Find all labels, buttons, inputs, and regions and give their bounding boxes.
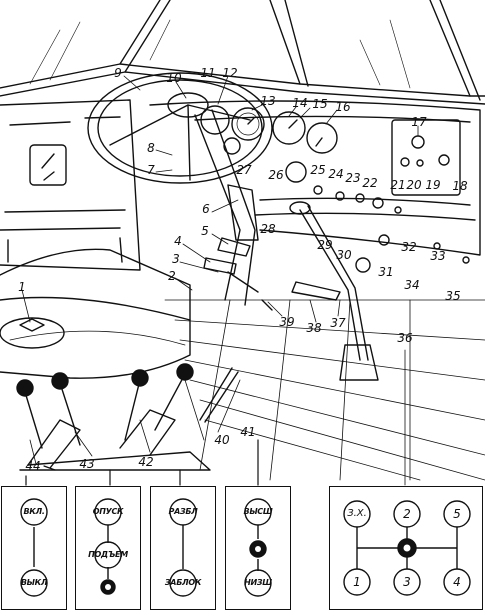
gearshift-pattern-panel: З.Х. 2 5 1 3 4 xyxy=(329,486,483,610)
callout-44: 44 xyxy=(25,459,41,473)
low-range-label: НИЗШ xyxy=(244,578,272,587)
control-levers xyxy=(16,363,239,471)
callout-15: 15 xyxy=(312,97,328,111)
callout-28: 28 xyxy=(260,222,276,236)
callout-27: 27 xyxy=(236,163,252,177)
callout-10: 10 xyxy=(166,71,182,85)
floor xyxy=(164,299,485,481)
switch-panel xyxy=(313,119,470,273)
lower-label: ОПУСК xyxy=(92,507,124,516)
gear-5-label: 5 xyxy=(453,507,461,521)
callout-6: 6 xyxy=(202,202,210,216)
callout-38: 38 xyxy=(306,321,322,335)
callout-19: 19 xyxy=(425,178,441,192)
gear-3-label: 3 xyxy=(403,575,411,589)
steering-column xyxy=(194,109,259,306)
panel-differential-lock: РАЗБЛ ЗАБЛОК xyxy=(150,486,216,610)
callout-37: 37 xyxy=(330,316,346,330)
callout-26: 26 xyxy=(268,168,284,182)
callout-3: 3 xyxy=(172,252,180,266)
seat xyxy=(0,248,191,379)
pedals-and-levers xyxy=(203,201,379,381)
callout-17: 17 xyxy=(411,115,427,129)
callout-21: 21 xyxy=(390,178,406,192)
gear-reverse-label: З.Х. xyxy=(347,508,367,519)
panel-connectors xyxy=(25,439,259,486)
callout-35: 35 xyxy=(445,289,461,303)
gear-1-label: 1 xyxy=(353,575,361,589)
instrument-gauges xyxy=(200,105,338,183)
left-cab-wall xyxy=(0,99,141,271)
callout-9: 9 xyxy=(114,66,122,80)
raise-label: ПОДЪЕМ xyxy=(88,550,128,559)
callout-29: 29 xyxy=(317,238,333,252)
callout-22: 22 xyxy=(362,176,378,190)
callout-14: 14 xyxy=(292,96,308,110)
callout-4: 4 xyxy=(174,234,182,248)
switch-on-label: ВКЛ. xyxy=(23,507,45,516)
gear-4-label: 4 xyxy=(453,575,461,589)
gear-2-label: 2 xyxy=(403,507,411,521)
callout-8: 8 xyxy=(147,141,155,155)
callout-42: 42 xyxy=(138,455,154,469)
steering-wheel xyxy=(87,72,273,184)
panel-power-switch: ВКЛ. ВЫКЛ xyxy=(1,486,67,610)
panel-lift-control: ОПУСК ПОДЪЕМ xyxy=(75,486,141,610)
leader-lines xyxy=(21,75,419,486)
high-range-label: ВЫСШ xyxy=(243,507,273,516)
callout-39: 39 xyxy=(279,315,295,329)
callout-32: 32 xyxy=(401,240,417,254)
callout-23: 23 xyxy=(345,171,361,185)
callout-16: 16 xyxy=(335,100,351,114)
unlock-label: РАЗБЛ xyxy=(168,507,198,516)
callout-40: 40 xyxy=(214,433,230,447)
callout-12: 12 xyxy=(222,66,238,80)
windshield xyxy=(0,0,485,105)
callout-41: 41 xyxy=(240,425,256,439)
callout-20: 20 xyxy=(406,178,422,192)
panel-range-selector: ВЫСШ НИЗШ xyxy=(225,486,291,610)
callout-31: 31 xyxy=(378,265,394,279)
callout-1: 1 xyxy=(18,280,26,294)
callout-13: 13 xyxy=(260,94,276,108)
callout-25: 25 xyxy=(310,163,326,177)
callout-5: 5 xyxy=(201,224,209,238)
callout-11: 11 xyxy=(200,66,216,80)
callout-18: 18 xyxy=(452,179,468,193)
callout-7: 7 xyxy=(147,163,155,177)
callout-34: 34 xyxy=(404,278,420,292)
callout-2: 2 xyxy=(168,269,176,283)
callout-33: 33 xyxy=(430,249,446,263)
callout-36: 36 xyxy=(397,331,413,345)
callout-30: 30 xyxy=(336,248,352,262)
switch-off-label: ВЫКЛ xyxy=(20,578,48,587)
callout-24: 24 xyxy=(328,167,344,181)
lock-label: ЗАБЛОК xyxy=(164,578,202,587)
callout-43: 43 xyxy=(79,457,95,471)
